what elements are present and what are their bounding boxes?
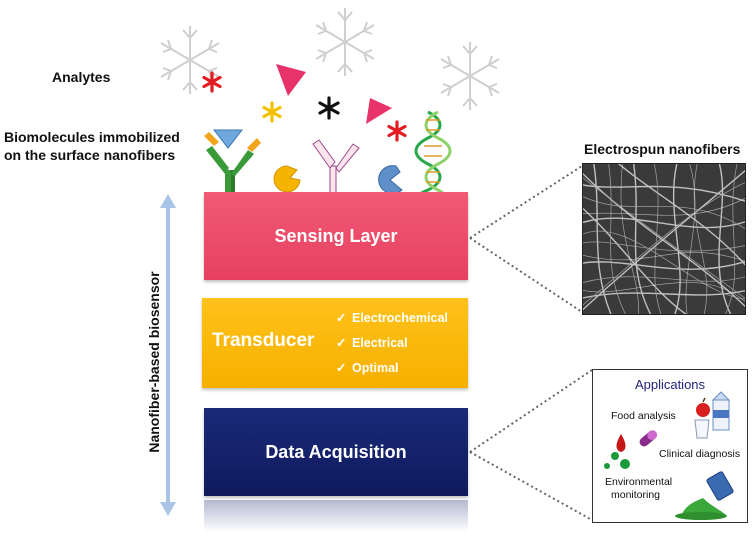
check-icon: ✓ xyxy=(336,311,347,325)
biomolecules-label-line1: Biomolecules immobilized xyxy=(4,129,180,145)
asterisk-analyte-icon xyxy=(318,96,340,120)
check-icon: ✓ xyxy=(336,361,347,375)
apple-icon xyxy=(696,397,710,417)
transducer-layer: Transducer ✓Electrochemical ✓Electrical … xyxy=(202,298,468,388)
asterisk-analyte-icon xyxy=(202,71,222,93)
enzyme-receptor-icon xyxy=(378,165,403,195)
check-icon: ✓ xyxy=(336,336,347,350)
dendrimer-icon xyxy=(315,8,375,76)
antibody-icon xyxy=(312,139,360,203)
triangle-analyte-icon xyxy=(212,129,244,149)
milk-carton-icon xyxy=(711,391,731,431)
sensing-layer-title: Sensing Layer xyxy=(274,225,398,246)
layer-reflection xyxy=(204,500,468,532)
transducer-types-list: ✓Electrochemical ✓Electrical ✓Optimal xyxy=(336,309,448,384)
antibody-icon xyxy=(204,132,261,202)
dendrimer-icon xyxy=(440,42,500,110)
analytes-label: Analytes xyxy=(52,69,111,85)
clinical-diagnosis-label: Clinical diagnosis xyxy=(659,448,741,460)
triangle-analyte-icon xyxy=(276,64,306,96)
nanofiber-mesh-icon xyxy=(583,164,745,314)
enzyme-receptor-icon xyxy=(273,165,301,193)
glass-icon xyxy=(694,419,710,439)
data-acquisition-layer: Data Acquisition xyxy=(204,408,468,496)
biomolecules-label: Biomolecules immobilized on the surface … xyxy=(4,128,180,164)
applications-title: Applications xyxy=(634,377,706,392)
asterisk-analyte-icon xyxy=(262,101,282,123)
asterisk-analyte-icon xyxy=(387,120,407,142)
electrospun-label: Electrospun nanofibers xyxy=(584,141,741,157)
transducer-type-item: ✓Electrochemical xyxy=(336,311,448,325)
sensing-layer: Sensing Layer xyxy=(204,192,468,280)
food-analysis-label: Food analysis xyxy=(611,410,676,422)
blood-drop-icon xyxy=(616,434,626,452)
transducer-title: Transducer xyxy=(212,330,315,351)
vertical-double-arrow xyxy=(160,194,176,516)
data-acquisition-title: Data Acquisition xyxy=(265,441,407,462)
virus-icon xyxy=(604,452,630,469)
applications-panel: Applications Food analysis Clinical diag… xyxy=(592,369,748,523)
biomolecules-label-line2: on the surface nanofibers xyxy=(4,147,176,163)
transducer-type-item: ✓Optimal xyxy=(336,361,399,375)
leaking-barrel-icon xyxy=(675,471,734,520)
transducer-type-item: ✓Electrical xyxy=(336,336,408,350)
environmental-monitoring-label: Environmental monitoring xyxy=(605,476,673,501)
triangle-analyte-icon xyxy=(366,98,392,124)
capsule-icon xyxy=(639,430,658,447)
nanofiber-sem-image xyxy=(582,163,746,315)
dendrimer-icon xyxy=(160,26,220,94)
applications-illustrations xyxy=(604,391,734,520)
